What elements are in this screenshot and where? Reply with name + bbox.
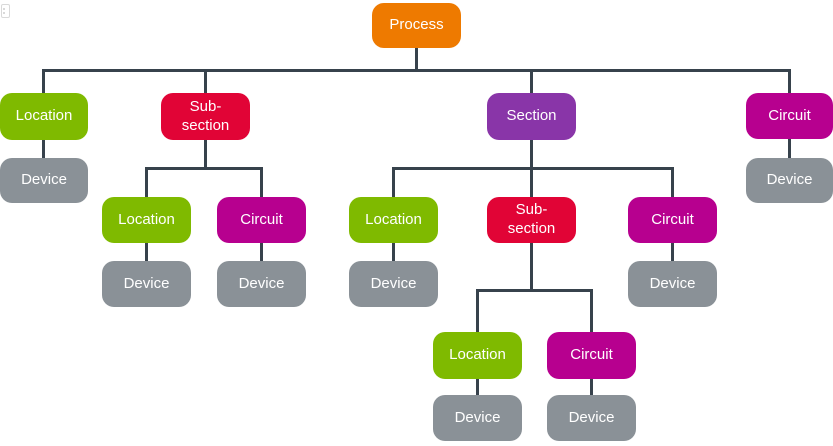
node-device[interactable]: Device [102,261,191,307]
node-section[interactable]: Section [487,93,576,140]
node-location[interactable]: Location [349,197,438,243]
node-device[interactable]: Device [547,395,636,441]
connector [671,167,674,197]
page-icon-dot [3,12,5,14]
connector [476,289,479,332]
connector [530,140,533,167]
connector [530,167,533,197]
connector [204,140,207,167]
connector [415,48,418,69]
connector [392,243,395,261]
node-circuit[interactable]: Circuit [746,93,833,139]
node-device[interactable]: Device [628,261,717,307]
connector [42,69,45,93]
connector [145,167,148,197]
connector [145,167,263,170]
node-device[interactable]: Device [746,158,833,203]
node-device[interactable]: Device [349,261,438,307]
node-circuit[interactable]: Circuit [217,197,306,243]
connector [260,167,263,197]
node-subsection[interactable]: Sub- section [487,197,576,243]
connector [392,167,395,197]
node-location[interactable]: Location [0,93,88,140]
connector [671,243,674,261]
node-location[interactable]: Location [433,332,522,379]
connector [788,69,791,93]
connector [204,69,207,93]
connector [260,243,263,261]
connector [788,139,791,158]
connector [530,243,533,289]
page-icon-dot [3,8,5,10]
node-circuit[interactable]: Circuit [628,197,717,243]
connector [42,140,45,158]
node-subsection[interactable]: Sub- section [161,93,250,140]
node-device[interactable]: Device [0,158,88,203]
connector [590,379,593,395]
node-circuit[interactable]: Circuit [547,332,636,379]
connector [392,167,674,170]
connector [42,69,791,72]
page-icon [1,4,10,18]
connector [145,243,148,261]
connector [590,289,593,332]
node-device[interactable]: Device [433,395,522,441]
node-device[interactable]: Device [217,261,306,307]
node-location[interactable]: Location [102,197,191,243]
connector [476,379,479,395]
connector [530,69,533,93]
connector [476,289,593,292]
node-process[interactable]: Process [372,3,461,48]
